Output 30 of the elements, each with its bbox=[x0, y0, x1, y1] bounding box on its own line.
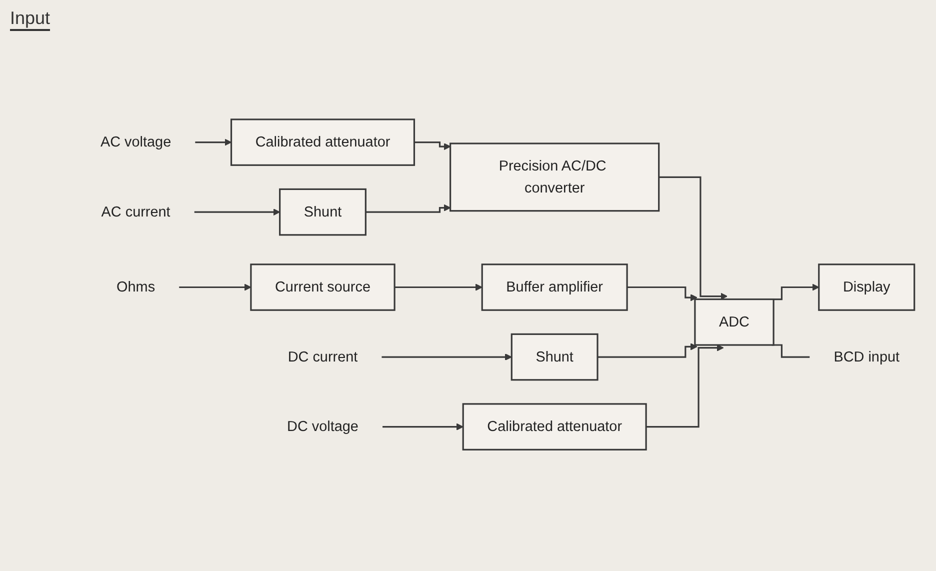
arrow bbox=[366, 204, 451, 214]
block-box: Calibrated attenuator bbox=[462, 404, 647, 451]
block-box: Shunt bbox=[510, 334, 598, 382]
terminal-label: Input bbox=[10, 8, 50, 31]
arrow bbox=[195, 139, 232, 146]
arrow bbox=[382, 424, 464, 431]
terminal-label: BCD input bbox=[834, 349, 900, 366]
arrow bbox=[627, 286, 698, 302]
arrow bbox=[382, 354, 512, 361]
block-box: ADC bbox=[694, 298, 774, 346]
arrow bbox=[394, 284, 482, 292]
block-box: Display bbox=[818, 264, 916, 312]
terminal-label: AC voltage bbox=[100, 134, 172, 150]
block-box: Calibrated attenuator bbox=[230, 119, 416, 166]
block-box: Current source bbox=[250, 264, 396, 312]
terminal-label: AC current bbox=[101, 204, 170, 220]
block-box: Precision AC/DC converter bbox=[450, 143, 660, 212]
connector bbox=[772, 344, 810, 358]
arrow bbox=[598, 344, 698, 358]
terminal-label: DC current bbox=[288, 349, 358, 366]
terminal-label: Ohms bbox=[116, 279, 156, 296]
arrow bbox=[658, 176, 728, 300]
arrow bbox=[194, 208, 280, 216]
arrow bbox=[414, 142, 451, 151]
arrow bbox=[772, 284, 820, 301]
block-box: Buffer amplifier bbox=[481, 264, 628, 312]
block-box: Shunt bbox=[279, 188, 366, 236]
arrow bbox=[646, 344, 724, 428]
arrow bbox=[179, 284, 252, 292]
terminal-label: DC voltage bbox=[287, 418, 358, 435]
